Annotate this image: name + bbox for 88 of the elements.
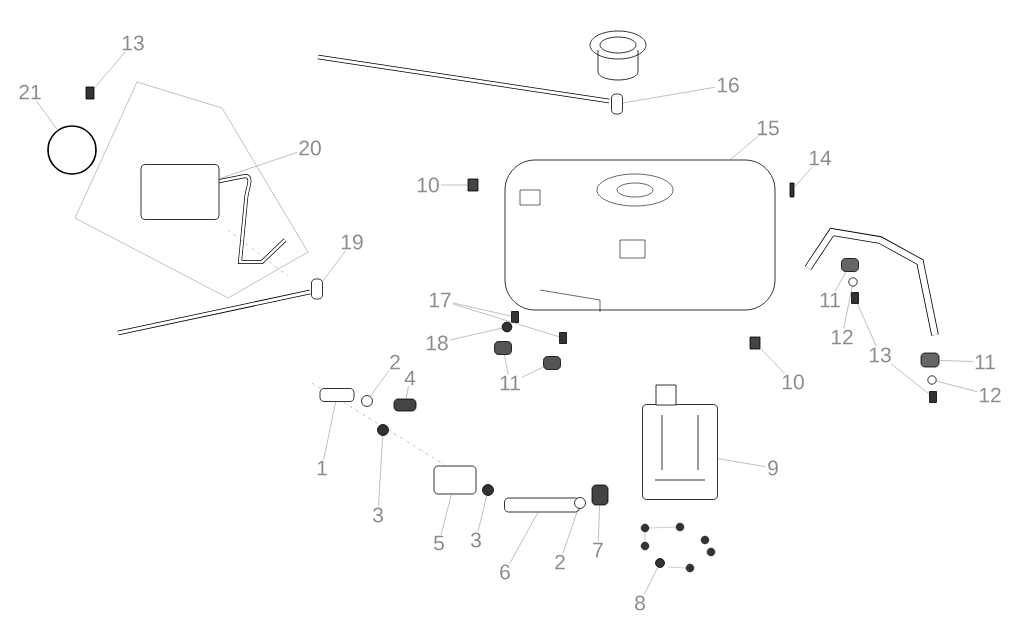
leader-line (644, 567, 659, 595)
clip (467, 178, 479, 192)
leader-line (936, 380, 978, 392)
grommet (494, 341, 512, 355)
leader-line (521, 367, 544, 378)
hose-clamp (482, 484, 494, 496)
leader-line (477, 495, 487, 532)
leader-line (449, 327, 503, 341)
fuel-filter (433, 465, 477, 495)
callout-number: 10 (782, 374, 804, 390)
callout-number: 13 (869, 347, 891, 363)
callout-number: 14 (809, 150, 832, 166)
leader-line (504, 354, 509, 375)
grommet (841, 258, 859, 272)
leader-line (843, 286, 853, 329)
leader-line (857, 303, 877, 347)
hose-elbow (311, 278, 323, 300)
canister (140, 164, 220, 220)
callout-number: 11 (500, 375, 520, 391)
fuel-tank (504, 159, 776, 311)
washer (848, 277, 858, 287)
leader-line (35, 100, 58, 131)
bolt (85, 86, 95, 100)
callout-number: 7 (593, 542, 603, 558)
callout-number: 13 (122, 35, 144, 51)
o-ring (501, 321, 513, 333)
leader-line (890, 363, 930, 395)
callout-number: 2 (555, 554, 565, 570)
leader-line (717, 458, 767, 468)
bolt (851, 292, 859, 304)
callout-number: 21 (19, 84, 41, 100)
leader-line (729, 136, 759, 160)
leader-line (760, 348, 785, 374)
callout-number: 11 (975, 354, 995, 370)
callout-number: 3 (470, 532, 481, 548)
leader-line (370, 370, 390, 397)
fitting (393, 398, 417, 412)
leader-line (834, 271, 847, 292)
callout-number: 12 (831, 329, 853, 345)
callout-number: 16 (717, 77, 739, 93)
callout-number: 10 (417, 177, 439, 193)
callout-number: 3 (372, 507, 383, 523)
pin (789, 182, 795, 198)
pipe (319, 388, 355, 402)
leader-line (939, 360, 974, 362)
callout-number: 19 (341, 234, 363, 250)
washer (927, 375, 937, 385)
fuel-pump (642, 404, 718, 500)
leader-line (598, 505, 600, 542)
leader-line (509, 512, 539, 564)
hose-elbow (611, 93, 623, 115)
callout-number: 2 (390, 354, 400, 370)
leader-line (562, 508, 579, 554)
grommet (543, 356, 561, 370)
leader-line (794, 166, 813, 188)
leader-line (622, 86, 716, 104)
callout-number: 5 (434, 535, 444, 551)
bolt (511, 311, 519, 323)
callout-number: 11 (820, 292, 840, 308)
callout-number: 6 (500, 564, 510, 580)
callout-number: 4 (404, 370, 416, 386)
fitting (591, 484, 609, 506)
callout-number: 20 (299, 140, 321, 156)
callout-number: 12 (979, 387, 1001, 403)
callout-number: 17 (429, 292, 451, 308)
bolt (929, 391, 937, 403)
nut (655, 558, 665, 568)
callout-number: 15 (757, 120, 779, 136)
leader-line (322, 250, 346, 282)
callout-number: 1 (317, 460, 327, 476)
grommet (920, 352, 940, 368)
leader-line (440, 494, 452, 535)
clamp (47, 125, 97, 175)
clip (749, 336, 761, 350)
bolt (559, 332, 567, 344)
hose-clamp (377, 424, 389, 436)
o-ring (574, 497, 586, 509)
callout-number: 18 (426, 335, 448, 351)
leader-line (94, 51, 126, 89)
callout-number: 8 (635, 595, 645, 611)
leader-line (378, 435, 383, 507)
callout-number: 9 (768, 460, 778, 476)
leader-line (323, 401, 336, 460)
leader-line (452, 303, 560, 338)
leader-line (405, 386, 409, 399)
leader-line (219, 152, 298, 179)
o-ring (361, 395, 373, 407)
leader-line (452, 302, 512, 317)
